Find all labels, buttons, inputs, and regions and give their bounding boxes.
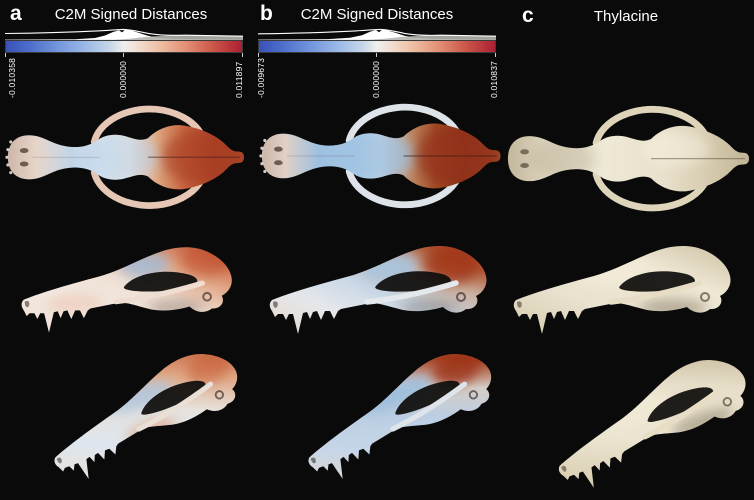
skull-oblique-c [540, 347, 754, 497]
panel-c-letter: c [522, 4, 534, 27]
colorbar-b-histogram [258, 28, 496, 40]
colorbar-b-tick-min-mark [258, 53, 259, 57]
colorbar-b-gradient [259, 41, 495, 52]
skull-dorsal-c [507, 109, 749, 208]
skull-dorsal-a [5, 109, 245, 206]
colorbar-b-tick-zero-mark [376, 53, 377, 57]
colorbar-a-tick-max-mark [242, 53, 243, 57]
skull-lateral-a [21, 247, 232, 333]
skull-lateral-b [269, 245, 487, 334]
panel-c-title: Thylacine [593, 8, 659, 25]
panel-a-letter: a [10, 2, 22, 25]
panel-b-letter: b [260, 2, 273, 25]
colorbar-a-gradient [6, 41, 242, 52]
skull-dorsal-b [259, 107, 501, 205]
panel-b-title: C2M Signed Distances [300, 6, 454, 23]
colorbar-a-tick-min-mark [5, 53, 6, 57]
colorbar-b-tick-max-mark [495, 53, 496, 57]
colorbar-a-tick-zero-mark [123, 53, 124, 57]
colorbar-a [5, 40, 243, 53]
colorbar-a-histogram [5, 28, 243, 40]
skull-oblique-b [290, 342, 508, 488]
skull-oblique-a [36, 342, 254, 488]
skull-lateral-c [513, 245, 731, 334]
colorbar-b [258, 40, 496, 53]
panel-a-title: C2M Signed Distances [54, 6, 208, 23]
